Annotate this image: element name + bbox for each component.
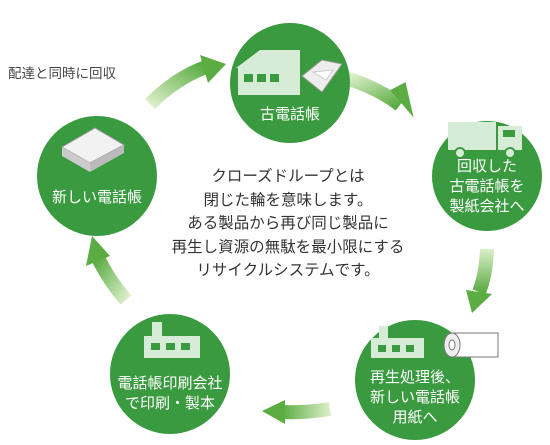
flow-arrow-to-old-directory xyxy=(145,55,226,109)
paper-roll-icon xyxy=(443,332,499,358)
truck-icon xyxy=(448,122,522,159)
book-icon xyxy=(60,127,126,172)
flow-arrow-to-recycled xyxy=(466,248,494,313)
factory-icon xyxy=(371,326,424,358)
node-label-new-directory: 新しい電話帳 xyxy=(51,188,142,206)
flow-arrow-to-collected xyxy=(343,71,414,118)
flow-arrow-to-new-directory xyxy=(86,236,132,305)
node-label-printing: 電話帳印刷会社 で印刷・製本 xyxy=(117,374,223,412)
printing-factory-icon xyxy=(144,322,200,358)
envelope-icon xyxy=(301,59,343,93)
delivery-note: 配達と同時に回収 xyxy=(8,66,116,82)
node-label-collected: 回収した 古電話帳を 製紙会社へ xyxy=(449,157,525,215)
node-label-old-directory: 古電話帳 xyxy=(259,105,320,123)
house-icon xyxy=(236,50,300,95)
loop-description: クローズドループとは 閉じた輪を意味します。 ある製品から再び同じ製品に 再生し… xyxy=(171,167,405,279)
node-label-recycled-paper: 再生処理後、 新しい電話帳 用紙へ xyxy=(369,368,460,426)
flow-arrow-to-printing xyxy=(262,400,332,424)
